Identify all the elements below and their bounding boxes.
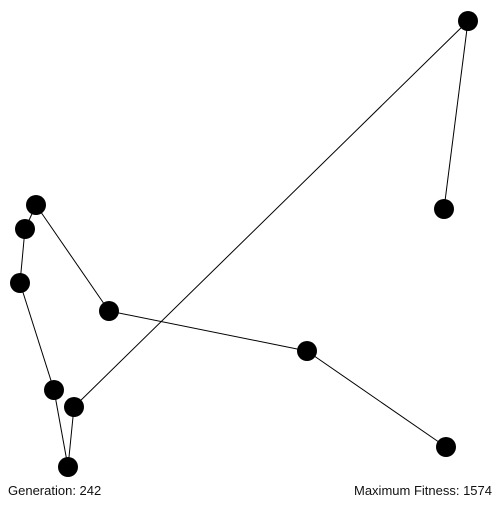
city-node-icon (436, 437, 456, 457)
city-node-icon (58, 457, 78, 477)
tour-edge (73, 20, 469, 408)
city-node-icon (64, 397, 84, 417)
city-node-icon (15, 219, 35, 239)
city-nodes (10, 11, 478, 477)
tour-edge (35, 204, 110, 312)
city-node-icon (458, 11, 478, 31)
city-node-icon (297, 341, 317, 361)
tour-edge (443, 20, 469, 210)
tour-edge (67, 406, 75, 468)
tour-edge (19, 282, 55, 391)
city-node-icon (99, 301, 119, 321)
generation-label: Generation: 242 (8, 483, 102, 498)
city-node-icon (434, 199, 454, 219)
city-node-icon (26, 195, 46, 215)
tour-edge (108, 310, 308, 352)
tour-edge (53, 389, 69, 468)
tour-path (19, 20, 469, 468)
tour-edge (306, 350, 447, 448)
city-node-icon (10, 273, 30, 293)
max-fitness-label: Maximum Fitness: 1574 (354, 483, 492, 498)
city-node-icon (44, 380, 64, 400)
